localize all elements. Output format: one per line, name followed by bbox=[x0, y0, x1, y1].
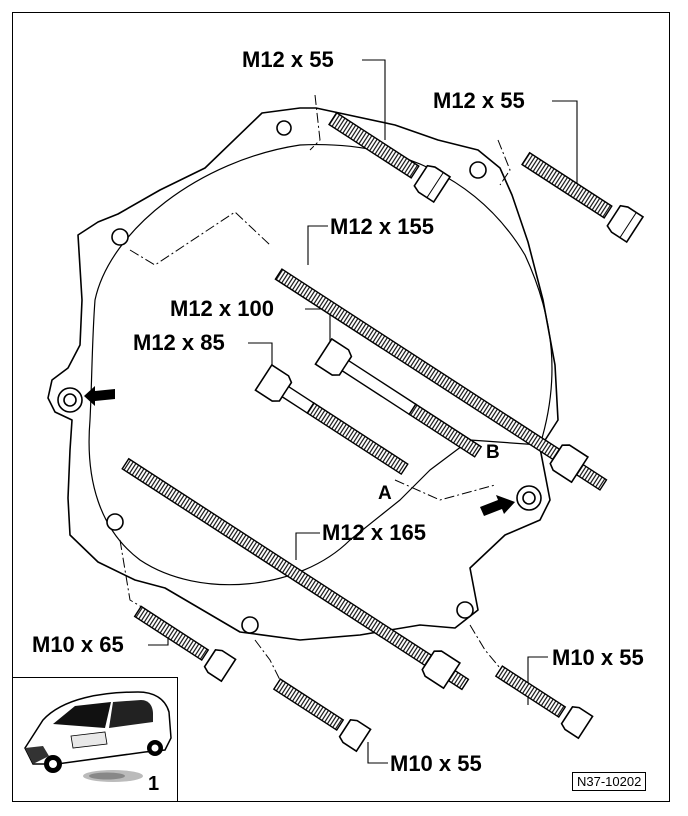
diagram-frame bbox=[12, 12, 670, 802]
label-m10x55-right: M10 x 55 bbox=[552, 645, 644, 670]
inset-number: 1 bbox=[148, 773, 159, 795]
label-m12x85: M12 x 85 bbox=[133, 330, 225, 355]
label-m12x55-top-right: M12 x 55 bbox=[433, 88, 525, 113]
bolt-m10x65 bbox=[133, 605, 237, 683]
label-m12x55-top-left: M12 x 55 bbox=[242, 47, 334, 72]
figure-id: N37-10202 bbox=[572, 772, 647, 791]
bolt-m10x55-bottom bbox=[272, 678, 372, 753]
label-m12x155: M12 x 155 bbox=[330, 214, 434, 239]
ref-a: A bbox=[378, 483, 392, 504]
bolt-m10x55-right bbox=[494, 665, 594, 740]
bolt-m12x85 bbox=[254, 363, 409, 476]
label-m10x55-bottom: M10 x 55 bbox=[390, 751, 482, 776]
label-m12x165: M12 x 165 bbox=[322, 520, 426, 545]
label-m10x65: M10 x 65 bbox=[32, 632, 124, 657]
bolt-m12x165 bbox=[121, 457, 470, 691]
bolt-m12x100 bbox=[314, 337, 483, 458]
center-lines bbox=[119, 94, 511, 681]
engine-location-marker bbox=[83, 770, 143, 782]
car-icon: 1 bbox=[24, 691, 172, 795]
arrow-icon bbox=[84, 386, 115, 406]
bolt-m12x55-top-left bbox=[328, 111, 452, 204]
arrow-icon bbox=[480, 495, 515, 516]
gasket-holes bbox=[57, 120, 542, 634]
ref-b: B bbox=[486, 442, 500, 463]
bolt-m12x55-top-right bbox=[521, 151, 645, 244]
gasket-plate bbox=[47, 107, 559, 641]
bolt-m12x155 bbox=[274, 268, 608, 491]
label-m12x100: M12 x 100 bbox=[170, 296, 274, 321]
vehicle-inset: 1 bbox=[12, 677, 178, 802]
